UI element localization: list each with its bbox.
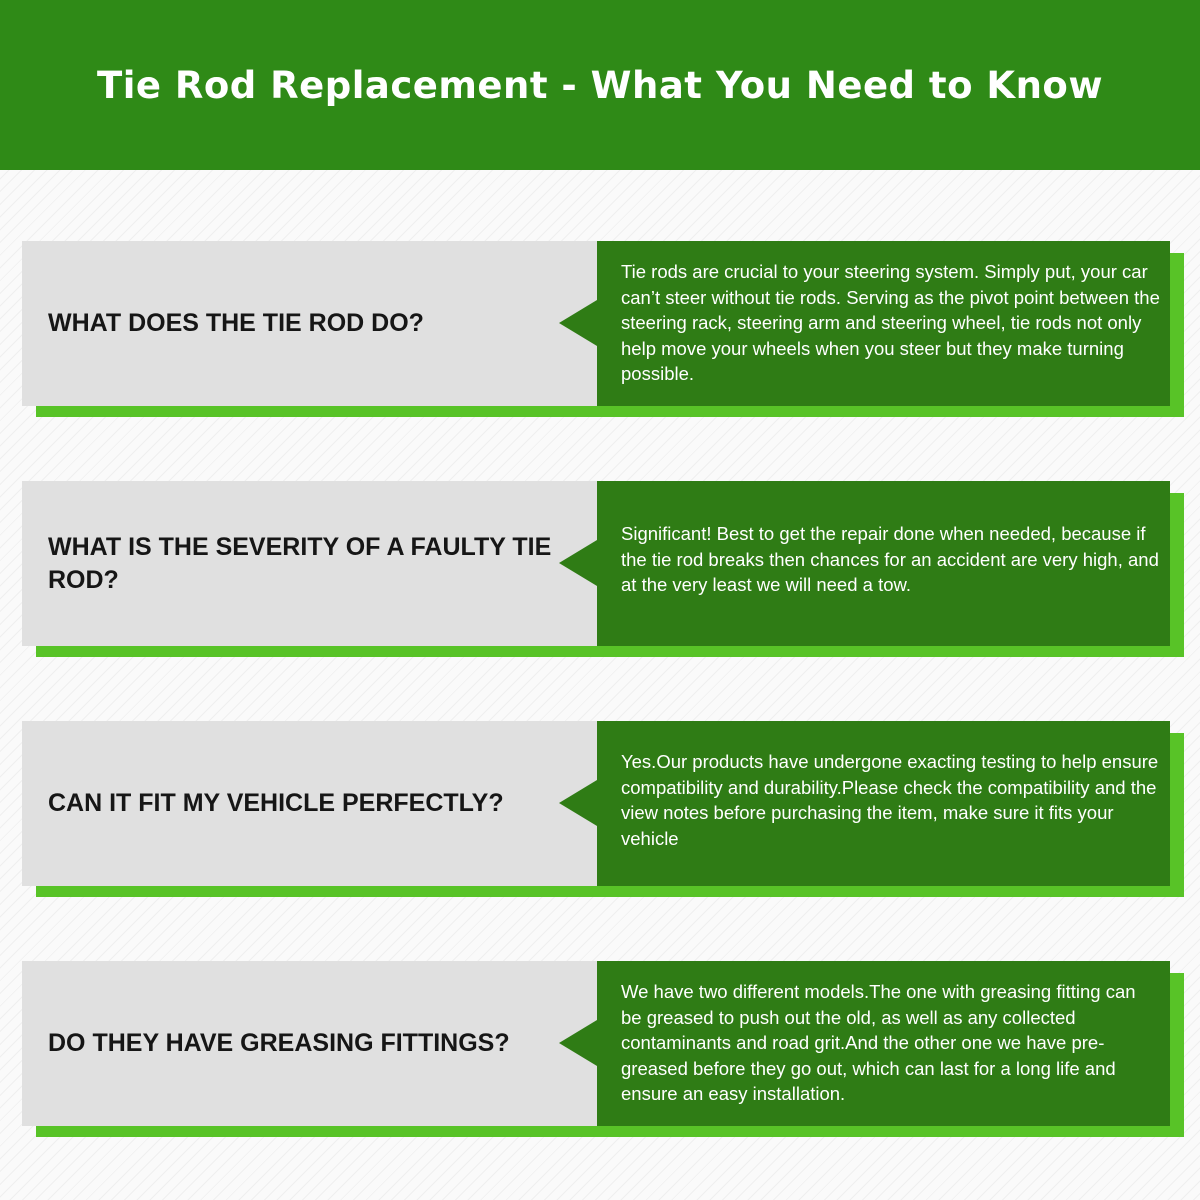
faq-item: DO THEY HAVE GREASING FITTINGS? We have …: [22, 961, 1184, 1137]
faq-answer-box: We have two different models.The one wit…: [559, 961, 1170, 1126]
page-title: Tie Rod Replacement - What You Need to K…: [96, 63, 1104, 107]
faq-question: WHAT DOES THE TIE ROD DO?: [48, 309, 424, 337]
faq-question: WHAT IS THE SEVERITY OF A FAULTY TIE ROD…: [48, 532, 552, 594]
faq-answer: Significant! Best to get the repair done…: [621, 523, 1159, 595]
faq-answer-box: Tie rods are crucial to your steering sy…: [559, 241, 1170, 406]
faq-answer: Yes.Our products have undergone exacting…: [621, 751, 1159, 849]
faq-item: CAN IT FIT MY VEHICLE PERFECTLY? Yes.Our…: [22, 721, 1184, 897]
faq-answer-box: Significant! Best to get the repair done…: [559, 481, 1170, 646]
pointer-arrow-icon: [559, 540, 597, 586]
header-banner: Tie Rod Replacement - What You Need to K…: [0, 0, 1200, 170]
faq-question-box: WHAT DOES THE TIE ROD DO?: [22, 241, 597, 406]
faq-answer: Tie rods are crucial to your steering sy…: [621, 261, 1160, 384]
faq-answer-box: Yes.Our products have undergone exacting…: [559, 721, 1170, 886]
pointer-arrow-icon: [559, 1020, 597, 1066]
faq-item: WHAT IS THE SEVERITY OF A FAULTY TIE ROD…: [22, 481, 1184, 657]
pointer-arrow-icon: [559, 300, 597, 346]
faq-answer: We have two different models.The one wit…: [621, 981, 1136, 1104]
faq-question: DO THEY HAVE GREASING FITTINGS?: [48, 1029, 510, 1057]
faq-question-box: WHAT IS THE SEVERITY OF A FAULTY TIE ROD…: [22, 481, 597, 646]
faq-question-box: CAN IT FIT MY VEHICLE PERFECTLY?: [22, 721, 597, 886]
faq-question-box: DO THEY HAVE GREASING FITTINGS?: [22, 961, 597, 1126]
faq-question: CAN IT FIT MY VEHICLE PERFECTLY?: [48, 789, 504, 817]
faq-item: WHAT DOES THE TIE ROD DO? Tie rods are c…: [22, 241, 1184, 417]
pointer-arrow-icon: [559, 780, 597, 826]
